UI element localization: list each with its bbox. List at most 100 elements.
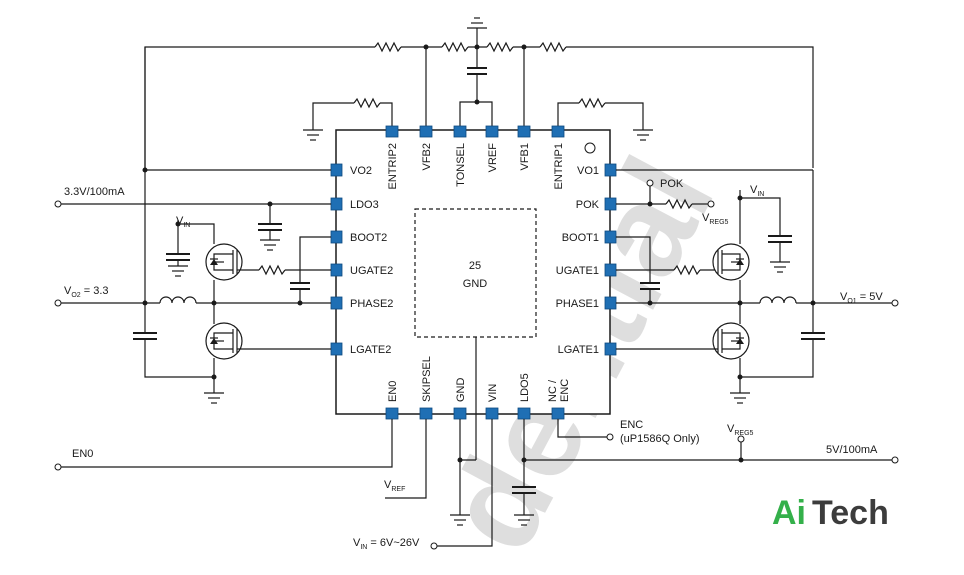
pin-label-phase2: PHASE2 (350, 298, 393, 310)
pin-entrip1 (551, 125, 565, 138)
pin-vfb2 (419, 125, 433, 138)
ground-symbol-vin-right (770, 261, 790, 273)
resistor-top-2 (441, 41, 469, 53)
pin-label-gnd: GND (455, 378, 467, 403)
resistor-top-4 (539, 41, 567, 53)
vreg5-out-label: VREG5 (727, 423, 754, 437)
pin-label-vfb1: VFB1 (519, 143, 531, 171)
pin-pok (604, 197, 617, 211)
vin-input-wire (437, 419, 493, 547)
ground-symbol-low-right (730, 392, 750, 404)
mosfet-high-side-1 (712, 243, 750, 281)
en0-terminal (54, 463, 62, 471)
pin-label-enc: ENC (559, 379, 571, 402)
pin-label-lgate2: LGATE2 (350, 344, 391, 356)
pin-en0 (385, 407, 399, 420)
pin-vo2 (330, 163, 343, 177)
ground-symbol-ldo3 (260, 239, 280, 251)
pok-terminal (646, 179, 654, 187)
vo1-terminal (891, 299, 899, 307)
pin-nc-enc (551, 407, 565, 420)
pin-label-ugate2: UGATE2 (350, 265, 393, 277)
logo-ai: Ai (772, 494, 806, 532)
pin-label-ldo3: LDO3 (350, 199, 379, 211)
ground-symbol-vin-left (168, 265, 188, 277)
ground-symbol-low-left (204, 392, 224, 404)
pin-vo1 (604, 163, 617, 177)
pin-skipsel (419, 407, 433, 420)
pin-vfb1 (517, 125, 531, 138)
enc-label-line1: ENC (620, 419, 643, 431)
ldo5-output-label: 5V/100mA (826, 444, 878, 456)
center-pin-label: GND (463, 278, 488, 290)
pin-label-vo1: VO1 (577, 165, 599, 177)
pin-label-lgate1: LGATE1 (558, 344, 599, 356)
pin-label-skipsel: SKIPSEL (421, 356, 433, 402)
ground-symbol-ldo5 (514, 514, 534, 526)
pin-label-vin: VIN (487, 384, 499, 402)
ic-body (335, 129, 611, 415)
pin-ldo3 (330, 197, 343, 211)
resistor-entrip1 (578, 97, 606, 109)
pin-label-phase1: PHASE1 (556, 298, 599, 310)
ldo3-output-label: 3.3V/100mA (64, 186, 125, 198)
pin-label-ugate1: UGATE1 (556, 265, 599, 277)
pin-label-entrip2: ENTRIP2 (387, 143, 399, 189)
enc-label-line2: (uP1586Q Only) (620, 433, 699, 445)
pin-label-vref: VREF (487, 143, 499, 173)
pin-phase1 (604, 296, 617, 310)
aitech-logo: Ai Tech (772, 494, 889, 532)
pok-label: POK (660, 178, 684, 190)
pin-tonsel (453, 125, 467, 138)
en0-wire (60, 419, 393, 468)
resistor-ugate1 (673, 264, 701, 276)
vin-input-label: VIN = 6V~26V (353, 537, 420, 551)
enc-terminal (606, 433, 614, 441)
resistor-top-3 (486, 41, 514, 53)
vo2-output-label: VO2 = 3.3 (64, 285, 109, 299)
resistor-entrip2 (353, 97, 381, 109)
pin-lgate1 (604, 342, 617, 356)
pin-ldo5 (517, 407, 531, 420)
vreg5-pok-label: VREG5 (702, 212, 729, 226)
vo1-output-label: VO1 = 5V (840, 291, 883, 305)
center-pin-number: 25 (469, 260, 481, 272)
ground-symbol-top (467, 17, 487, 29)
ground-symbol-gnd (450, 514, 470, 526)
resistor-pok (665, 198, 693, 210)
en0-label: EN0 (72, 448, 93, 460)
pin-gnd (453, 407, 467, 420)
pin-vref (485, 125, 499, 138)
resistor-top-1 (374, 41, 402, 53)
pin-label-ldo5: LDO5 (519, 373, 531, 402)
ldo3-terminal (54, 200, 62, 208)
ground-symbol-entrip2 (303, 129, 323, 141)
pin-label-nc: NC / (547, 379, 559, 402)
vref-label: VREF (384, 479, 405, 493)
pin-vin (485, 407, 499, 420)
pin-ugate2 (330, 263, 343, 277)
inductor-right (759, 296, 797, 304)
vreg5-out-terminal (737, 435, 745, 443)
pin-phase2 (330, 296, 343, 310)
ground-symbol-entrip1 (633, 129, 653, 141)
pin-boot1 (604, 230, 617, 244)
top-pins: ENTRIP2 VFB2 TONSEL VREF VFB1 ENTRIP1 (385, 125, 565, 189)
logo-tech: Tech (812, 494, 889, 532)
pin-entrip2 (385, 125, 399, 138)
pin-ugate1 (604, 263, 617, 277)
right-pins: VO1 POK BOOT1 UGATE1 PHASE1 LGATE1 (556, 163, 617, 356)
pin-label-boot2: BOOT2 (350, 232, 387, 244)
mosfet-low-side-1 (712, 322, 750, 360)
vo2-terminal (54, 299, 62, 307)
pin-label-boot1: BOOT1 (562, 232, 599, 244)
left-pins: VO2 LDO3 BOOT2 UGATE2 PHASE2 LGATE2 (330, 163, 393, 356)
bottom-pins: EN0 SKIPSEL GND VIN LDO5 NC / ENC (385, 356, 571, 420)
pin-label-en0: EN0 (387, 381, 399, 402)
pin-label-entrip1: ENTRIP1 (553, 143, 565, 189)
resistor-ugate2 (258, 264, 286, 276)
mosfet-low-side-2 (205, 322, 243, 360)
pin-label-vo2: VO2 (350, 165, 372, 177)
